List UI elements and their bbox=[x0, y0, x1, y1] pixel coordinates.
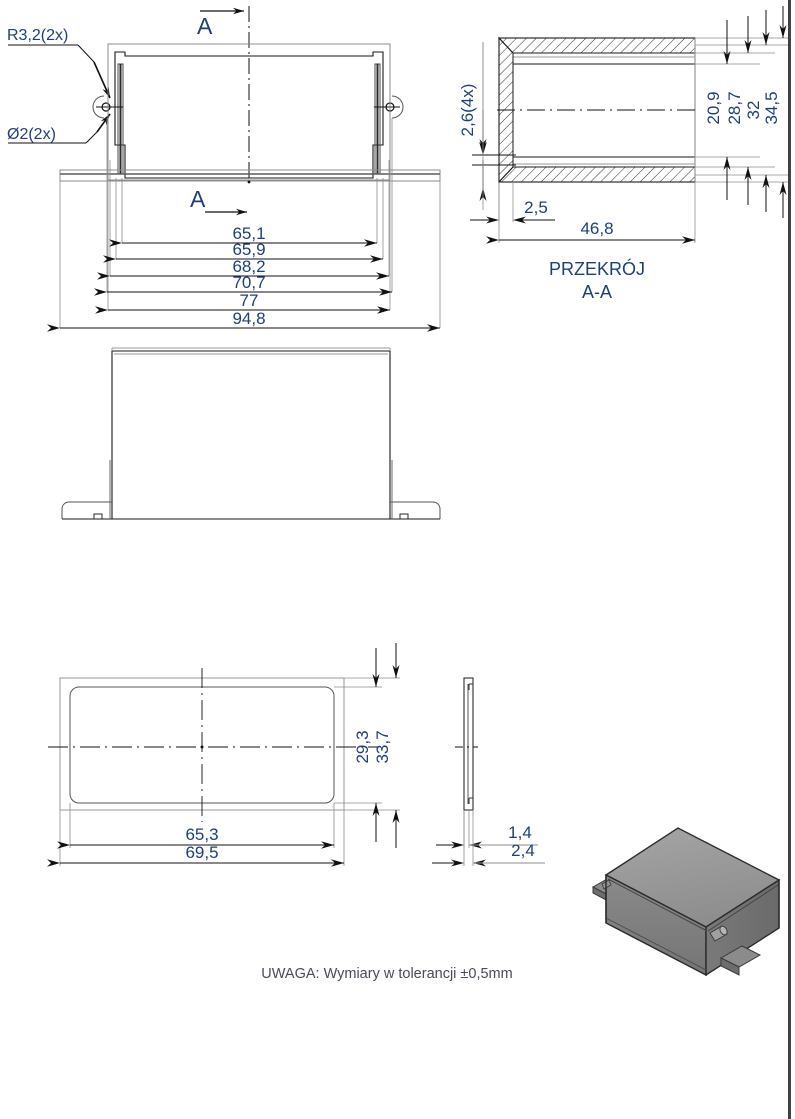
dim-46-8-group bbox=[486, 182, 696, 244]
iso-view-group bbox=[591, 827, 781, 977]
dim-2-4: 2,4 bbox=[511, 841, 535, 860]
bottom-plate-view: 65,3 69,5 29,3 33,7 bbox=[47, 643, 400, 867]
page-right-edge bbox=[788, 0, 795, 1119]
right-mount-ear bbox=[391, 95, 404, 119]
dim-77: 77 bbox=[240, 291, 259, 310]
dim-70-7: 70,7 bbox=[232, 273, 265, 292]
dimension-lines-top-view bbox=[47, 239, 440, 332]
dim-1-4: 1,4 bbox=[508, 823, 532, 842]
dim-32: 32 bbox=[744, 101, 763, 120]
iso-pin bbox=[709, 925, 728, 942]
tolerance-note: UWAGA: Wymiary w tolerancji ±0,5mm bbox=[261, 966, 512, 982]
dim-65-1: 65,1 bbox=[232, 224, 265, 243]
plate-h-dims bbox=[47, 803, 345, 867]
dim-20-9: 20,9 bbox=[704, 91, 723, 124]
dim-29-3: 29,3 bbox=[353, 730, 372, 763]
section-hatch-bottom bbox=[497, 166, 696, 183]
dim-2-4-group bbox=[432, 810, 545, 867]
dim-right-stack bbox=[695, 6, 795, 218]
plate-v-dims bbox=[334, 643, 400, 848]
section-hatch-top bbox=[497, 37, 696, 54]
dim-2-6-group bbox=[472, 42, 516, 210]
callout-hole-label: Ø2(2x) bbox=[7, 126, 56, 143]
dim-2-5: 2,5 bbox=[524, 198, 548, 217]
callout-radius-label: R3,2(2x) bbox=[7, 27, 68, 44]
right-foot bbox=[390, 501, 441, 519]
dim-65-3: 65,3 bbox=[185, 825, 218, 844]
dim-94-8: 94,8 bbox=[232, 309, 265, 328]
left-mount-ear bbox=[92, 95, 105, 119]
dim-28-7: 28,7 bbox=[725, 91, 744, 124]
dim-68-2: 68,2 bbox=[232, 257, 265, 276]
top-view-group: A A bbox=[7, 6, 441, 332]
dim-69-5: 69,5 bbox=[185, 843, 218, 862]
dim-65-9: 65,9 bbox=[232, 240, 265, 259]
dim-34-5: 34,5 bbox=[762, 91, 781, 124]
section-arrow-letter-top: A bbox=[197, 13, 213, 39]
elevation-body bbox=[111, 350, 391, 520]
section-view-group: 2,6(4x) 2,5 46,8 bbox=[458, 6, 795, 302]
extension-lines bbox=[59, 44, 441, 328]
dim-33-7: 33,7 bbox=[373, 730, 392, 763]
left-foot bbox=[61, 501, 112, 519]
section-label-line1: PRZEKRÓJ bbox=[549, 258, 645, 279]
middle-elevation-view bbox=[61, 347, 441, 520]
section-arrow-letter-bottom: A bbox=[190, 186, 206, 212]
dim-2-6-4x: 2,6(4x) bbox=[458, 84, 477, 137]
section-label-line2: A-A bbox=[582, 282, 612, 302]
callout-radius bbox=[8, 44, 111, 99]
dim-46-8: 46,8 bbox=[580, 219, 613, 238]
body-outline bbox=[114, 51, 384, 179]
side-profile-view: 1,4 2,4 bbox=[432, 677, 545, 867]
